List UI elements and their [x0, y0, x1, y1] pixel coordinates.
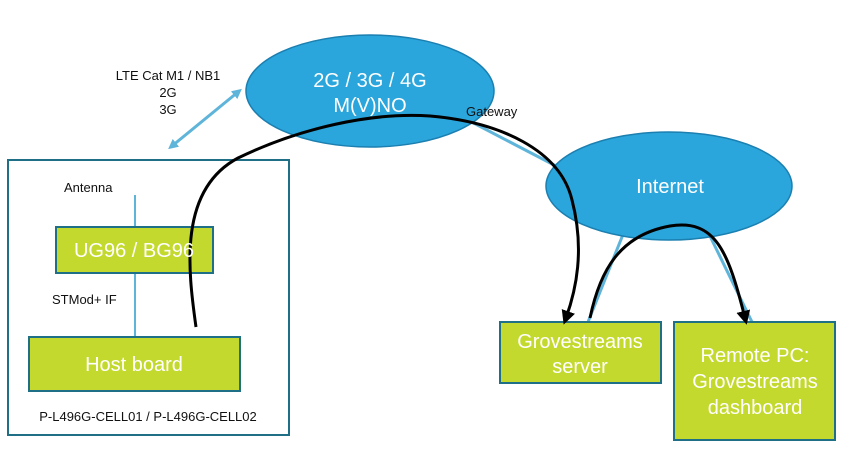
gateway-label: Gateway [466, 104, 518, 119]
server-label-line2: server [552, 356, 608, 378]
flow-arrow-host-to-server [188, 113, 580, 328]
interface-label: STMod+ IF [52, 292, 117, 307]
radio-label-lte: LTE Cat M1 / NB1 [116, 68, 221, 83]
dashboard-label-line3: dashboard [708, 397, 803, 419]
dashboard-label-line2: Grovestreams [692, 371, 818, 393]
internet-cloud [545, 131, 793, 241]
dashboard-label-line1: Remote PC: [701, 345, 810, 367]
flow-arrow-server-to-dashboard [588, 223, 751, 325]
radio-label-3g: 3G [159, 102, 176, 117]
antenna-label: Antenna [64, 180, 113, 195]
server-box [499, 321, 662, 384]
host-board-label: Host board [85, 354, 183, 376]
device-frame [7, 159, 290, 436]
internet-cloud-label: Internet [636, 176, 704, 198]
mno-cloud-line1: 2G / 3G / 4G [313, 70, 426, 92]
server-label-line1: Grovestreams [517, 331, 643, 353]
dashboard-box [673, 321, 836, 441]
radio-link-arrow [168, 88, 242, 150]
module-label: UG96 / BG96 [74, 240, 194, 262]
radio-label-2g: 2G [159, 85, 176, 100]
mno-cloud [245, 34, 495, 148]
mno-cloud-line2: M(V)NO [333, 95, 406, 117]
module-box [55, 226, 214, 274]
device-caption: P-L496G-CELL01 / P-L496G-CELL02 [39, 409, 257, 424]
internet-dashboard-link [706, 231, 754, 323]
host-board-box [28, 336, 241, 392]
